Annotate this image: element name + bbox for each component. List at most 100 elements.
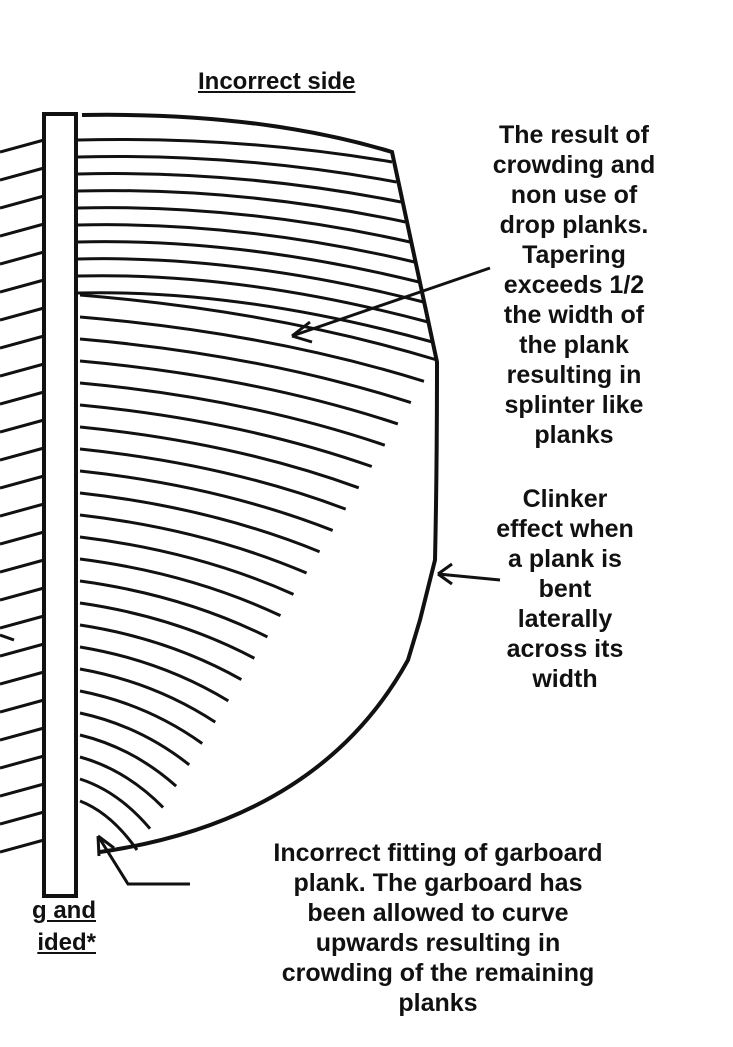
plank-line xyxy=(0,558,45,574)
annotation-line: crowding and xyxy=(492,151,656,179)
plank-line xyxy=(77,155,397,184)
plank-line xyxy=(79,557,282,618)
plank-line xyxy=(0,642,45,658)
page-title: Incorrect side xyxy=(198,68,356,95)
plank-line xyxy=(0,278,45,294)
plank-line xyxy=(79,689,204,745)
plank-line xyxy=(79,755,165,809)
hull-outline xyxy=(81,112,440,854)
plank-line xyxy=(79,623,243,681)
annotation-line: bent xyxy=(538,575,592,603)
annotation-line: the width of xyxy=(503,301,645,329)
plank-line xyxy=(0,250,45,266)
plank-line xyxy=(0,614,45,630)
annotation-line: across its xyxy=(506,635,624,663)
arrowhead-garboard xyxy=(96,834,115,857)
garboard-annotation: Incorrect fitting of garboard plank. The… xyxy=(172,838,704,1018)
annotation-line: effect when xyxy=(496,515,634,543)
annotation-line: planks xyxy=(398,989,478,1017)
plank-line xyxy=(77,223,415,264)
arrow-left-partial xyxy=(0,633,15,642)
annotation-line: crowding of the remaining xyxy=(281,959,595,987)
annotation-line: planks xyxy=(534,421,614,449)
plank-line xyxy=(79,711,191,766)
plank-line xyxy=(77,137,393,164)
crowded-fan-planks xyxy=(79,293,438,851)
cutoff-heading-line-1: g and xyxy=(32,897,96,924)
keel-stem xyxy=(42,112,78,898)
plank-line xyxy=(79,513,308,575)
plank-line xyxy=(0,670,45,686)
right-side-planks xyxy=(77,137,433,344)
plank-line xyxy=(77,206,411,244)
plank-line xyxy=(0,810,45,826)
annotation-line: been allowed to curve xyxy=(307,899,569,927)
arrowhead-clinker xyxy=(437,562,453,586)
plank-line xyxy=(0,754,45,770)
annotation-line: non use of xyxy=(510,181,638,209)
arrow-garboard xyxy=(96,835,190,886)
annotation-line: The result of xyxy=(498,121,649,149)
plank-line xyxy=(0,530,45,546)
left-side-planks xyxy=(0,138,45,854)
crowding-annotation: The result of crowding and non use of dr… xyxy=(440,120,708,450)
plank-line xyxy=(77,240,420,284)
annotation-line: splinter like xyxy=(504,391,644,419)
arrow-clinker xyxy=(437,572,501,582)
plank-line xyxy=(79,579,269,639)
annotation-line: drop planks. xyxy=(499,211,649,239)
annotation-line: Tapering xyxy=(522,241,626,269)
annotation-line: upwards resulting in xyxy=(315,929,561,957)
annotation-line: the plank xyxy=(519,331,629,359)
plank-line xyxy=(79,315,425,383)
plank-line xyxy=(79,601,256,660)
plank-line xyxy=(0,726,45,742)
clinker-annotation: Clinker effect when a plank is bent late… xyxy=(450,484,680,694)
plank-line xyxy=(0,474,45,490)
plank-line xyxy=(79,337,412,405)
plank-line xyxy=(79,733,178,788)
annotation-line: Incorrect fitting of garboard xyxy=(273,839,603,867)
plank-line xyxy=(77,189,406,224)
plank-line xyxy=(77,274,429,324)
plank-line xyxy=(79,491,321,554)
plank-line xyxy=(0,446,45,462)
plank-line xyxy=(0,418,45,434)
plank-line xyxy=(79,469,334,532)
annotation-line: laterally xyxy=(517,605,613,633)
plank-line xyxy=(0,362,45,378)
plank-line xyxy=(77,172,402,204)
plank-line xyxy=(0,390,45,406)
plank-line xyxy=(0,334,45,350)
pointer-arrows xyxy=(0,266,501,886)
plank-line xyxy=(79,381,386,447)
plank-line xyxy=(0,194,45,210)
plank-line xyxy=(0,166,45,182)
annotation-line: plank. The garboard has xyxy=(293,869,583,897)
plank-line xyxy=(79,535,295,596)
arrow-tapering xyxy=(291,266,491,338)
plank-line xyxy=(0,698,45,714)
plank-line xyxy=(77,257,424,304)
plank-line xyxy=(0,138,45,154)
annotation-line: a plank is xyxy=(508,545,622,573)
annotation-line: width xyxy=(532,665,598,693)
annotation-line: Clinker xyxy=(522,485,608,513)
plank-line xyxy=(0,586,45,602)
plank-line xyxy=(79,425,360,490)
plank-line xyxy=(79,447,347,511)
plank-line xyxy=(79,403,373,468)
plank-line xyxy=(79,667,217,724)
plank-line xyxy=(0,222,45,238)
plank-line xyxy=(79,799,139,851)
plank-line xyxy=(0,502,45,518)
arrowhead-tapering xyxy=(291,320,313,344)
plank-line xyxy=(79,645,230,703)
plank-line xyxy=(0,782,45,798)
plank-line xyxy=(79,777,152,830)
plank-line xyxy=(0,306,45,322)
plank-line xyxy=(0,838,45,854)
cutoff-heading-line-2: ided* xyxy=(37,929,96,956)
